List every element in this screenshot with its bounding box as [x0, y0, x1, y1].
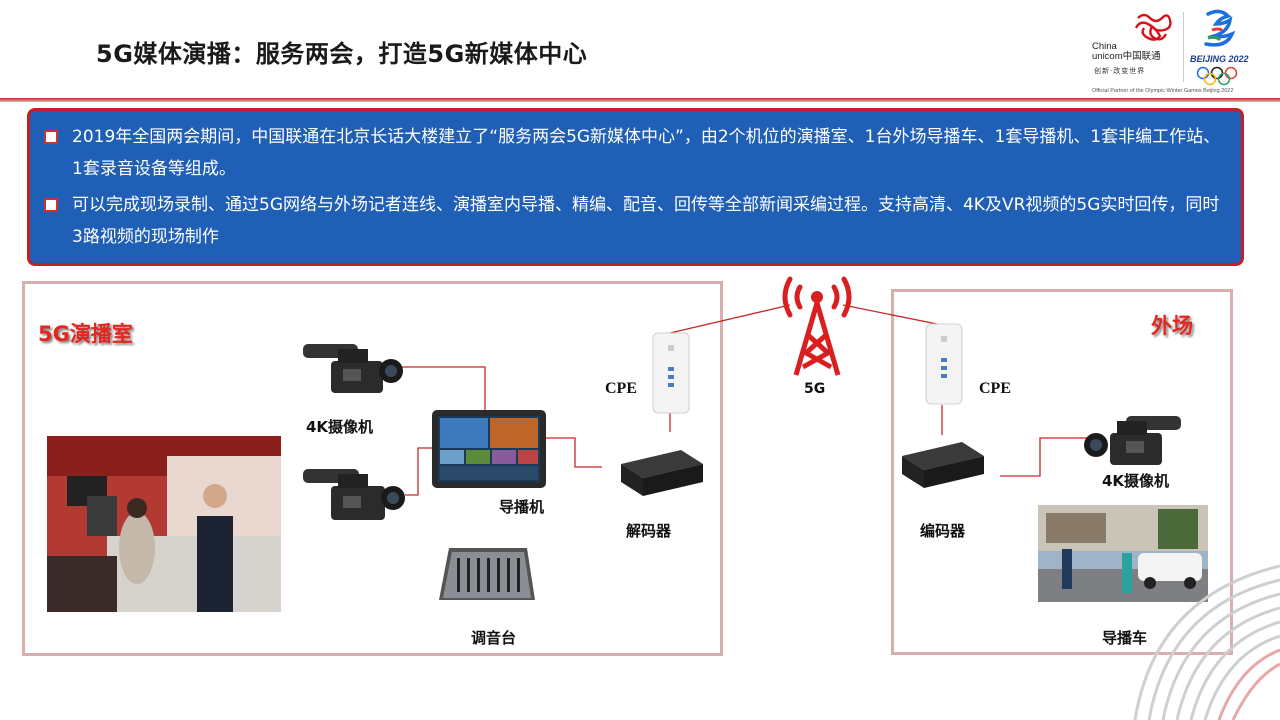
unicom-slogan: 创新·改变世界 — [1094, 67, 1146, 75]
van-label: 导播车 — [1102, 629, 1148, 647]
field-4k-camera-icon — [1084, 416, 1181, 465]
field-camera-label: 4K摄像机 — [1102, 472, 1170, 490]
olympic-rings-icon — [1196, 66, 1238, 86]
field-panel — [891, 289, 1233, 655]
encoder-icon — [902, 442, 984, 488]
unicom-name-line1: China — [1092, 41, 1117, 52]
mixer-label: 调音台 — [471, 629, 517, 647]
camera-label: 4K摄像机 — [306, 418, 374, 436]
china-unicom-logo-icon — [1134, 13, 1172, 41]
switcher-decoder-line — [546, 437, 602, 468]
logo-area: China unicom中国联通 创新·改变世界 BEIJING 2022 Of… — [1088, 8, 1258, 98]
audio-mixer-icon — [439, 548, 535, 600]
logo-divider — [1183, 12, 1184, 82]
summary-box: 2019年全国两会期间，中国联通在北京长话大楼建立了“服务两会5G新媒体中心”，… — [27, 108, 1244, 266]
cpe-tower-line — [669, 304, 791, 334]
field-label: 外场 — [1151, 314, 1193, 338]
tower-cpe-line — [842, 304, 943, 326]
summary-bullet-2: 可以完成现场录制、通过5G网络与外场记者连线、演播室内导播、精编、配音、回传等全… — [44, 189, 1227, 253]
camera2-switcher-line — [405, 447, 432, 496]
5g-tower-icon — [782, 276, 852, 376]
studio-panel — [22, 281, 723, 656]
cpe-right-label: CPE — [979, 380, 1011, 397]
tower-label: 5G — [804, 381, 826, 397]
switcher-icon — [432, 410, 546, 488]
decorative-corner-pattern — [1133, 564, 1280, 720]
switcher-label: 导播机 — [499, 498, 545, 516]
beijing-2022-text: BEIJING 2022 — [1190, 54, 1249, 64]
studio-photo — [47, 436, 281, 612]
beijing-2022-emblem-icon — [1204, 9, 1236, 47]
summary-bullet-1-text: 2019年全国两会期间，中国联通在北京长话大楼建立了“服务两会5G新媒体中心”，… — [72, 127, 1221, 179]
van-photo — [1038, 505, 1208, 602]
decoder-label: 解码器 — [626, 522, 672, 540]
cpe-right-icon — [925, 323, 963, 405]
4k-camera-2-icon — [303, 469, 405, 520]
square-bullet-icon — [44, 198, 58, 212]
cpe-left-icon — [652, 332, 690, 414]
header-rule — [0, 98, 1280, 102]
china-unicom-wordmark: China unicom中国联通 — [1092, 42, 1161, 62]
summary-bullet-2-text: 可以完成现场录制、通过5G网络与外场记者连线、演播室内导播、精编、配音、回传等全… — [72, 195, 1220, 247]
decoder-icon — [621, 450, 703, 496]
camera1-switcher-line — [400, 366, 486, 410]
cpe-left-label: CPE — [605, 380, 637, 397]
square-bullet-icon — [44, 130, 58, 144]
partner-text: Official Partner of the Olympic Winter G… — [1092, 88, 1234, 94]
studio-label: 5G演播室 — [38, 322, 133, 346]
4k-camera-1-icon — [303, 344, 403, 393]
unicom-name-line2: unicom中国联通 — [1092, 51, 1161, 62]
page-title: 5G媒体演播：服务两会，打造5G新媒体中心 — [96, 40, 588, 68]
encoder-camera-line — [1000, 437, 1090, 477]
encoder-label: 编码器 — [920, 522, 966, 540]
summary-bullet-1: 2019年全国两会期间，中国联通在北京长话大楼建立了“服务两会5G新媒体中心”，… — [44, 121, 1227, 185]
